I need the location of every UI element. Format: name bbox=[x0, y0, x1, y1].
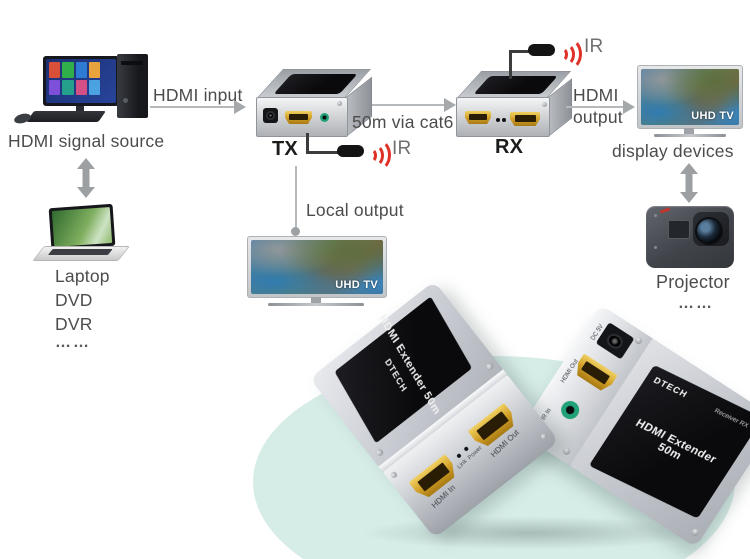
monitor-screen bbox=[46, 59, 116, 103]
local-output-line bbox=[295, 166, 297, 228]
rx-led-2 bbox=[502, 118, 506, 122]
cat6-line bbox=[372, 104, 446, 106]
rx-hdmi-port-1 bbox=[465, 111, 491, 124]
rx-led-1 bbox=[496, 118, 500, 122]
camera-dot bbox=[654, 246, 657, 249]
projector-label: Projector bbox=[656, 272, 730, 292]
tx-label: TX bbox=[272, 138, 298, 160]
laptop-screen bbox=[48, 203, 116, 251]
double-arrow-display bbox=[680, 163, 698, 203]
hdmi-input-line bbox=[150, 106, 234, 108]
cat6-label: 50m via cat6 bbox=[352, 112, 454, 132]
left-unit-led-link bbox=[456, 453, 462, 459]
tx-hdmi-port bbox=[285, 111, 312, 124]
hdmi-output-line bbox=[566, 106, 623, 108]
tx-ir-cable-vertical bbox=[306, 133, 309, 154]
projector-more-label: …… bbox=[678, 295, 714, 312]
tx-dc-jack bbox=[263, 108, 278, 123]
right-unit-screw bbox=[561, 446, 572, 457]
local-output-dot bbox=[291, 227, 300, 236]
local-tv-base bbox=[268, 303, 364, 306]
right-unit-model: HDMI Extender 50m bbox=[633, 417, 719, 466]
desktop-monitor bbox=[43, 56, 119, 106]
pc-tower bbox=[117, 54, 148, 118]
tx-device-sticker bbox=[273, 74, 358, 94]
right-unit-hdmi-out-label: HDMI Out bbox=[560, 358, 580, 385]
right-unit-screw bbox=[633, 335, 644, 346]
left-unit-led-power-label: Power bbox=[467, 445, 484, 462]
start-screen-tiles bbox=[49, 62, 100, 95]
rx-ir-cable-horizontal bbox=[509, 50, 529, 53]
right-unit-ir-in-jack bbox=[557, 397, 583, 423]
left-unit-screw bbox=[485, 361, 495, 372]
rx-ir-label: IR bbox=[584, 36, 604, 57]
source-item-dvd: DVD bbox=[55, 290, 93, 310]
display-tv: UHD TV bbox=[637, 65, 743, 129]
rx-ir-emitter-icon bbox=[528, 44, 555, 56]
display-tv-brand: UHD TV bbox=[691, 110, 734, 122]
cat6-arrowhead bbox=[444, 98, 456, 112]
hdmi-output-arrowhead bbox=[623, 100, 635, 114]
left-unit-led-power bbox=[463, 446, 470, 452]
right-unit-label-row: DTECH Receiver RX bbox=[652, 375, 750, 429]
tx-screw bbox=[337, 101, 342, 106]
keyboard bbox=[26, 111, 107, 122]
left-unit-screw bbox=[374, 447, 385, 458]
camera-lens-glass bbox=[695, 217, 723, 245]
rx-ir-cable-vertical bbox=[509, 52, 512, 79]
product-shadow bbox=[360, 516, 700, 550]
rx-device-front bbox=[456, 97, 550, 137]
local-tv-brand: UHD TV bbox=[335, 279, 378, 291]
tx-ir-emitter-icon bbox=[337, 145, 364, 157]
right-unit-brand: DTECH bbox=[651, 375, 690, 400]
hdmi-input-label: HDMI input bbox=[153, 85, 243, 105]
tx-ir-waves-icon bbox=[365, 138, 391, 171]
display-tv-neck bbox=[684, 128, 694, 134]
signal-source-label: HDMI signal source bbox=[8, 131, 165, 151]
camera-front-screen bbox=[668, 220, 690, 239]
tx-device-front bbox=[256, 97, 348, 137]
local-tv-screen: UHD TV bbox=[251, 240, 383, 294]
local-tv-neck bbox=[311, 297, 321, 303]
tx-ir-label: IR bbox=[392, 138, 412, 159]
right-unit-screw bbox=[690, 527, 701, 538]
right-unit-receiver-tag: Receiver RX bbox=[712, 407, 750, 430]
display-tv-screen: UHD TV bbox=[641, 69, 739, 125]
rx-label: RX bbox=[495, 136, 524, 158]
hdmi-output-label-1: HDMI bbox=[573, 85, 619, 105]
local-output-label: Local output bbox=[306, 200, 404, 220]
source-item-dvr: DVR bbox=[55, 314, 93, 334]
source-item-more: …… bbox=[55, 334, 91, 351]
monitor-stand-neck bbox=[76, 106, 84, 113]
projector-camera bbox=[646, 206, 734, 268]
right-unit-hdmi-out-port bbox=[572, 354, 618, 394]
rx-hdmi-port-2 bbox=[510, 112, 540, 126]
double-arrow-source bbox=[77, 158, 95, 198]
camera-dot bbox=[654, 214, 657, 217]
display-tv-base bbox=[654, 134, 726, 137]
source-item-laptop: Laptop bbox=[55, 266, 110, 286]
local-tv: UHD TV bbox=[247, 236, 387, 298]
hdmi-input-arrowhead bbox=[234, 100, 246, 114]
rx-ir-waves-icon bbox=[556, 37, 582, 70]
hdmi-output-label-2: output bbox=[573, 107, 623, 127]
tx-ir-cable-horizontal bbox=[306, 151, 339, 154]
tx-ir-jack bbox=[320, 113, 329, 122]
left-unit-led-link-label: Link bbox=[456, 458, 469, 471]
laptop-base bbox=[32, 246, 130, 261]
rx-screw bbox=[542, 102, 547, 107]
mouse bbox=[13, 111, 32, 126]
display-devices-label: display devices bbox=[612, 141, 734, 161]
left-unit-screw bbox=[389, 470, 399, 480]
camera-accent bbox=[659, 207, 671, 214]
rx-device-sticker bbox=[473, 76, 558, 94]
left-unit-screw bbox=[539, 432, 549, 441]
